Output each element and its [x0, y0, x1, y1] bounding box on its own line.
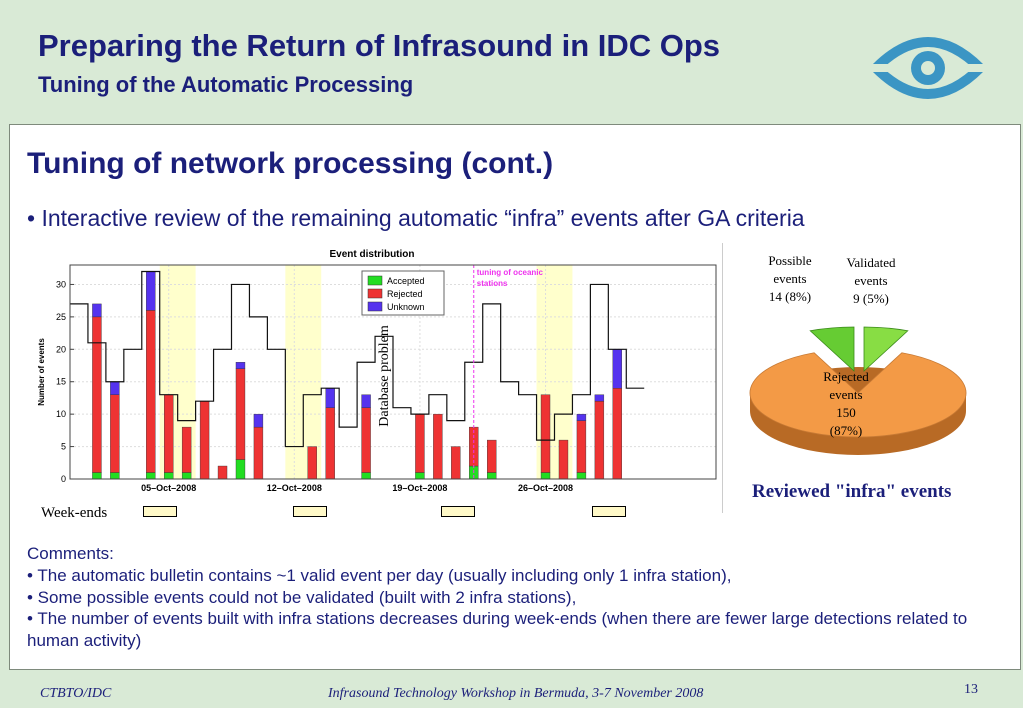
bar-unknown: [576, 413, 587, 421]
slide-content: Tuning of network processing (cont.) • I…: [9, 124, 1021, 670]
y-axis-label: Number of events: [37, 338, 46, 406]
bar-rejected: [415, 413, 425, 473]
bar-unknown: [253, 413, 264, 428]
pie-slice-rejected: [749, 352, 967, 438]
bar-rejected: [307, 446, 317, 480]
total-events-outline: [70, 270, 645, 448]
bar-accepted: [361, 472, 371, 480]
weekend-marker-box: [592, 506, 626, 517]
bar-rejected: [181, 426, 192, 473]
legend-label: Rejected: [387, 289, 423, 299]
y-tick-label: 20: [56, 344, 66, 354]
plot-frame: [69, 264, 717, 480]
bar-unknown: [146, 271, 156, 311]
chart-divider: [722, 243, 723, 513]
bar-rejected: [235, 368, 246, 460]
bar-accepted: [487, 472, 497, 480]
y-tick-label: 30: [56, 279, 66, 289]
legend-label: Accepted: [387, 276, 425, 286]
legend-label: Unknown: [387, 302, 425, 312]
weekends-legend-label: Week-ends: [41, 505, 108, 521]
comments-heading: Comments:: [27, 544, 114, 563]
bar-rejected: [110, 394, 120, 473]
legend-swatch: [367, 301, 383, 312]
footer-event: Infrasound Technology Workshop in Bermud…: [328, 686, 704, 701]
bar-rejected: [325, 407, 335, 480]
bar-rejected: [253, 426, 264, 480]
bar-unknown: [594, 394, 605, 402]
bar-accepted: [146, 472, 156, 480]
slide-subtitle: Tuning of the Automatic Processing: [38, 72, 414, 97]
comment-item: • The automatic bulletin contains ~1 val…: [27, 565, 732, 585]
weekend-marker-box: [441, 506, 475, 517]
main-bullet: • Interactive review of the remaining au…: [27, 205, 805, 231]
section-title: Tuning of network processing (cont.): [27, 147, 554, 180]
bar-rejected: [558, 439, 569, 480]
pie-slice-validated: [863, 326, 909, 372]
chart-title: Event distribution: [330, 249, 415, 260]
bar-rejected: [612, 388, 622, 480]
legend-swatch: [367, 275, 383, 286]
pie-slice-possible: [809, 326, 855, 372]
legend-swatch: [367, 288, 383, 299]
bar-unknown: [361, 394, 371, 408]
bar-rejected: [199, 400, 210, 480]
bar-rejected: [540, 394, 551, 473]
bar-unknown: [235, 362, 246, 369]
bar-accepted: [164, 472, 174, 480]
x-tick-label: 12–Oct–2008: [267, 483, 322, 493]
comments-section: Comments: • The automatic bulletin conta…: [27, 543, 1012, 652]
y-tick-label: 5: [61, 442, 66, 452]
bar-rejected: [164, 394, 174, 473]
slide-title: Preparing the Return of Infrasound in ID…: [38, 28, 721, 63]
page-number: 13: [964, 682, 978, 697]
y-tick-label: 25: [56, 312, 66, 322]
bar-rejected: [451, 446, 461, 480]
bar-accepted: [181, 472, 192, 480]
comment-item: • The number of events built with infra …: [27, 609, 968, 650]
bar-accepted: [576, 472, 587, 480]
footer-organization: CTBTO/IDC: [40, 686, 112, 701]
x-tick-label: 26–Oct–2008: [518, 483, 573, 493]
weekend-marker-box: [293, 506, 327, 517]
bar-rejected: [361, 407, 371, 473]
y-tick-label: 0: [61, 474, 66, 484]
bar-rejected: [92, 316, 102, 473]
bar-accepted: [110, 472, 120, 480]
bar-unknown: [325, 388, 335, 408]
bar-accepted: [235, 459, 246, 480]
pie-chart-title: Reviewed "infra" events: [752, 481, 952, 502]
bar-accepted: [92, 472, 102, 480]
bar-rejected: [146, 310, 156, 473]
bar-unknown: [110, 381, 120, 395]
bar-rejected: [217, 465, 228, 480]
weekend-marker-box: [143, 506, 177, 517]
y-tick-label: 10: [56, 409, 66, 419]
bar-rejected: [487, 439, 497, 473]
slide-header: Preparing the Return of Infrasound in ID…: [0, 0, 1023, 122]
ctbto-eye-logo-icon: [872, 37, 984, 99]
x-tick-label: 19–Oct–2008: [392, 483, 447, 493]
database-problem-label: Database problem: [377, 325, 392, 427]
bar-unknown: [612, 349, 622, 389]
bar-rejected: [576, 420, 587, 473]
comment-item: • Some possible events could not be vali…: [27, 587, 577, 607]
bar-rejected: [594, 400, 605, 480]
bar-accepted: [540, 472, 551, 480]
bar-rejected: [433, 413, 443, 480]
x-tick-label: 05–Oct–2008: [141, 483, 196, 493]
bar-accepted: [415, 472, 425, 480]
y-tick-label: 15: [56, 377, 66, 387]
bar-unknown: [92, 303, 102, 318]
